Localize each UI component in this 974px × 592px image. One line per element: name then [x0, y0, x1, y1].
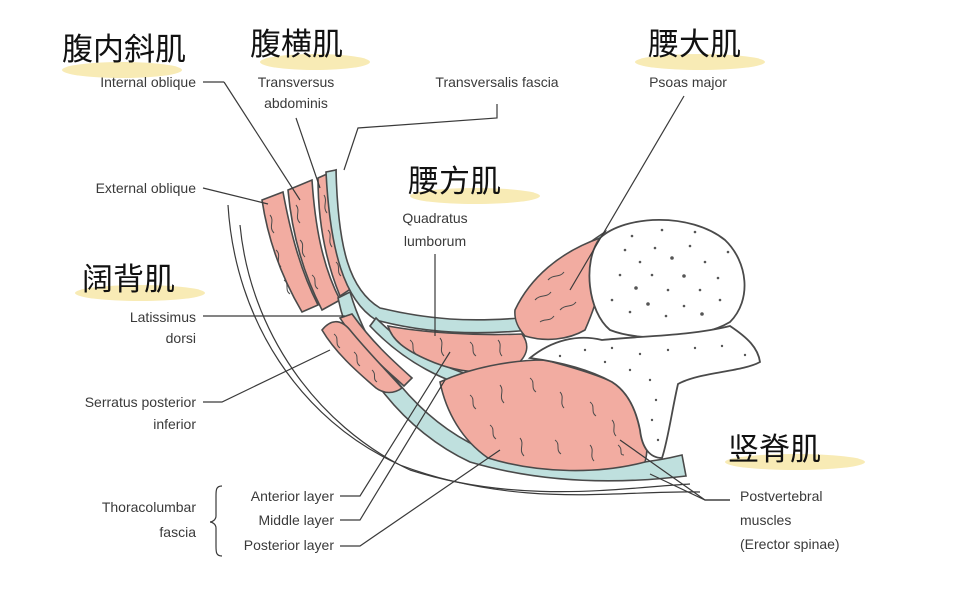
external-oblique-muscle — [261, 190, 320, 314]
label-transversalis-fascia: Transversalis fascia — [435, 74, 558, 90]
annotation-quadratus: 腰方肌 — [408, 164, 501, 200]
annotation-highlights — [62, 54, 865, 470]
label-latissimus-2: dorsi — [166, 330, 196, 346]
erector-spinae-group — [439, 359, 648, 472]
label-postvertebral-1: Postvertebral — [740, 488, 822, 504]
label-external-oblique: External oblique — [96, 180, 197, 196]
lumbar-vertebra — [527, 218, 761, 459]
label-quadratus-2: lumborum — [404, 233, 466, 249]
chinese-annotations: 腹内斜肌 腹横肌 腰大肌 腰方肌 阔背肌 竖脊肌 — [62, 27, 821, 468]
annotation-transversus: 腹横肌 — [250, 27, 343, 63]
label-transversus-1: Transversus — [258, 74, 335, 90]
serratus-posterior-inferior-muscle — [321, 320, 404, 394]
psoas-major-group — [514, 236, 604, 341]
label-serratus-2: inferior — [153, 416, 196, 432]
label-posterior-layer: Posterior layer — [244, 537, 335, 553]
posterior-layer-sheet — [337, 290, 687, 482]
vertebral-arch — [527, 325, 761, 459]
label-internal-oblique: Internal oblique — [100, 74, 196, 90]
label-quadratus-1: Quadratus — [402, 210, 467, 226]
label-middle-layer: Middle layer — [259, 512, 335, 528]
annotation-internal-oblique: 腹内斜肌 — [62, 32, 186, 68]
label-thoracolumbar-1: Thoracolumbar — [102, 499, 196, 515]
annotation-psoas: 腰大肌 — [648, 27, 741, 63]
back-muscles-superficial — [321, 313, 414, 394]
label-thoracolumbar-2: fascia — [159, 524, 196, 540]
annotation-erector: 竖脊肌 — [728, 432, 821, 468]
label-postvertebral-3: (Erector spinae) — [740, 536, 840, 552]
abdominal-wall-muscles — [261, 168, 353, 314]
leader-lines — [202, 81, 730, 557]
psoas-major-muscle — [514, 236, 604, 341]
label-serratus-1: Serratus posterior — [85, 394, 197, 410]
label-anterior-layer: Anterior layer — [251, 488, 335, 504]
annotation-latissimus: 阔背肌 — [82, 262, 175, 298]
label-psoas-major: Psoas major — [649, 74, 727, 90]
label-latissimus-1: Latissimus — [130, 309, 196, 325]
label-transversus-2: abdominis — [264, 95, 328, 111]
english-labels: Internal oblique Transversus abdominis T… — [85, 74, 840, 553]
vertebral-body — [588, 218, 746, 339]
label-postvertebral-2: muscles — [740, 512, 791, 528]
body-wall-lines — [227, 204, 701, 496]
